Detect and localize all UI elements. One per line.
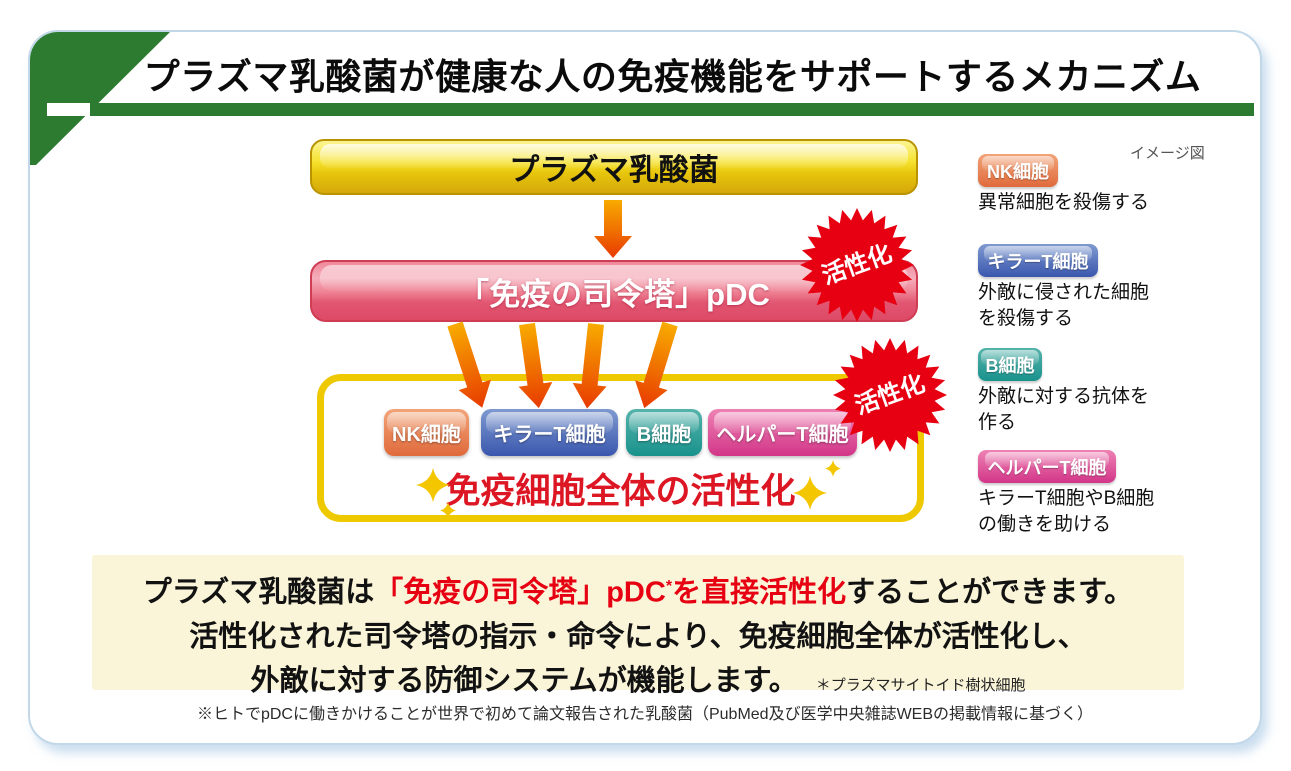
sparkle-left-icon bbox=[416, 468, 456, 519]
infographic-card: プラズマ乳酸菌が健康な人の免疫機能をサポートするメカニズム プラズマ乳酸菌 「免… bbox=[28, 30, 1262, 745]
summary-line-3: 外敵に対する防御システムが機能します。 ＊プラズマサイトイド樹状細胞 bbox=[92, 659, 1184, 708]
pdc-label: 「免疫の司令塔」pDC bbox=[458, 276, 770, 312]
legend-desc-nk: 異常細胞を殺傷する bbox=[978, 192, 1150, 213]
page-title: プラズマ乳酸菌が健康な人の免疫機能をサポートするメカニズム bbox=[143, 56, 1202, 97]
pdc-box: 「免疫の司令塔」pDC bbox=[310, 260, 918, 322]
summary-line-1-red-a: 「免疫の司令塔」pDC bbox=[374, 576, 666, 609]
summary-asterisk-note: ＊プラズマサイトイド樹状細胞 bbox=[815, 676, 1026, 694]
summary-box: プラズマ乳酸菌は「免疫の司令塔」pDC*を直接活性化することができます。 活性化… bbox=[92, 555, 1184, 697]
legend-badge-killer-t: キラーT細胞 bbox=[978, 244, 1098, 277]
header-green-bar bbox=[76, 103, 1254, 116]
cell-chip-killer-t: キラーT細胞 bbox=[481, 409, 618, 456]
summary-asterisk: * bbox=[665, 578, 673, 595]
legend-desc-helper-t: キラーT細胞やB細胞 の働きを助ける bbox=[978, 488, 1155, 535]
header-white-dash bbox=[47, 103, 90, 116]
legend-badge-helper-t: ヘルパーT細胞 bbox=[978, 450, 1116, 483]
legend-badge-nk-label: NK細胞 bbox=[987, 161, 1049, 182]
cell-chip-helper-t: ヘルパーT細胞 bbox=[708, 409, 857, 456]
legend-desc-killer-t: 外敵に侵された細胞 を殺傷する bbox=[978, 282, 1150, 329]
plasma-lactobacillus-label: プラズマ乳酸菌 bbox=[509, 154, 719, 187]
footnote: ※ヒトでpDCに働きかけることが世界で初めて論文報告された乳酸菌（PubMed及… bbox=[196, 706, 1094, 723]
legend-badge-helper-t-label: ヘルパーT細胞 bbox=[987, 457, 1107, 478]
cell-chip-b: B細胞 bbox=[626, 409, 702, 456]
sparkle-right-icon bbox=[793, 460, 841, 510]
legend-badge-nk: NK細胞 bbox=[978, 154, 1058, 187]
overall-activation-caption: 免疫細胞全体の活性化 bbox=[445, 471, 796, 512]
legend-badge-b-label: B細胞 bbox=[985, 355, 1035, 376]
summary-line-1-black-b: することができます。 bbox=[846, 576, 1134, 609]
legend-badge-b: B細胞 bbox=[978, 348, 1042, 381]
summary-line-1-black-a: プラズマ乳酸菌は bbox=[142, 576, 375, 609]
cell-chip-b-label: B細胞 bbox=[636, 424, 692, 446]
cell-chip-helper-t-label: ヘルパーT細胞 bbox=[716, 424, 849, 446]
legend-desc-b: 外敵に対する抗体を 作る bbox=[978, 386, 1150, 433]
legend-badge-killer-t-label: キラーT細胞 bbox=[987, 251, 1089, 272]
plasma-lactobacillus-box: プラズマ乳酸菌 bbox=[310, 139, 918, 195]
down-arrow-icon bbox=[594, 200, 632, 258]
summary-line-2: 活性化された司令塔の指示・命令により、免疫細胞全体が活性化し、 bbox=[189, 620, 1087, 653]
image-note-label: イメージ図 bbox=[1130, 145, 1205, 162]
cell-chip-nk-label: NK細胞 bbox=[392, 424, 461, 446]
summary-line-1-red-b: を直接活性化 bbox=[672, 576, 847, 609]
cell-chip-killer-t-label: キラーT細胞 bbox=[493, 424, 606, 446]
summary-line-1: プラズマ乳酸菌は「免疫の司令塔」pDC*を直接活性化することができます。 bbox=[92, 565, 1184, 615]
summary-line-3-text: 外敵に対する防御システムが機能します。 bbox=[250, 664, 798, 697]
cell-chip-nk: NK細胞 bbox=[384, 409, 469, 456]
